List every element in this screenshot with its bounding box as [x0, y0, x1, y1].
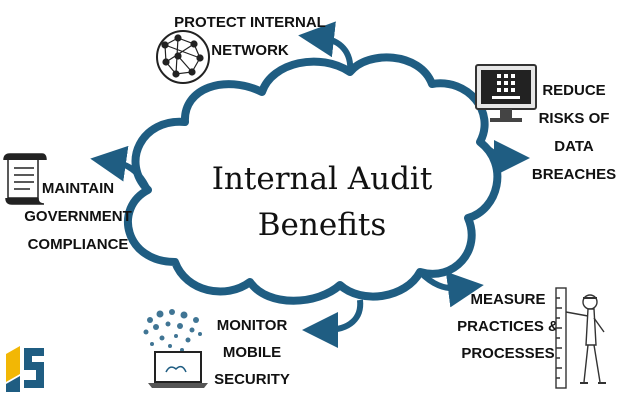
benefit-protect-line2: NETWORK [211, 42, 289, 59]
scroll-icon [3, 153, 47, 205]
benefit-monitor-line3: SECURITY [214, 371, 290, 388]
network-graph-icon [156, 30, 210, 84]
benefit-monitor-line1: MONITOR [217, 317, 288, 334]
benefit-protect-line1: PROTECT INTERNAL [174, 14, 326, 31]
arrow-monitor [302, 299, 364, 348]
benefit-reduce-line1: REDUCE [542, 82, 605, 99]
diagram-title-line2: Benefits [258, 207, 386, 243]
diagram-title-line1: Internal Audit [212, 161, 433, 197]
arrow-protect [298, 21, 354, 73]
benefit-maintain-line3: COMPLIANCE [28, 236, 129, 253]
person-measuring-icon [555, 287, 606, 389]
cloud-shape [123, 53, 502, 305]
benefit-maintain-line1: MAINTAIN [42, 180, 114, 197]
benefit-measure-line2: PRACTICES & [457, 318, 559, 335]
benefit-maintain-line2: GOVERNMENT [24, 208, 132, 225]
benefit-reduce-line3: DATA [554, 138, 594, 155]
arrow-reduce [480, 139, 530, 176]
arrow-maintain [90, 145, 151, 192]
benefit-measure-line1: MEASURE [470, 291, 545, 308]
arrow-measure [417, 269, 484, 308]
benefit-monitor-line2: MOBILE [223, 344, 281, 361]
benefit-measure-line3: PROCESSES [461, 345, 554, 362]
company-logo [6, 346, 44, 392]
benefit-reduce-line4: BREACHES [532, 166, 616, 183]
benefit-reduce-line2: RISKS OF [539, 110, 610, 127]
monitor-icon [475, 64, 537, 122]
laptop-cloud-icon [143, 309, 208, 388]
